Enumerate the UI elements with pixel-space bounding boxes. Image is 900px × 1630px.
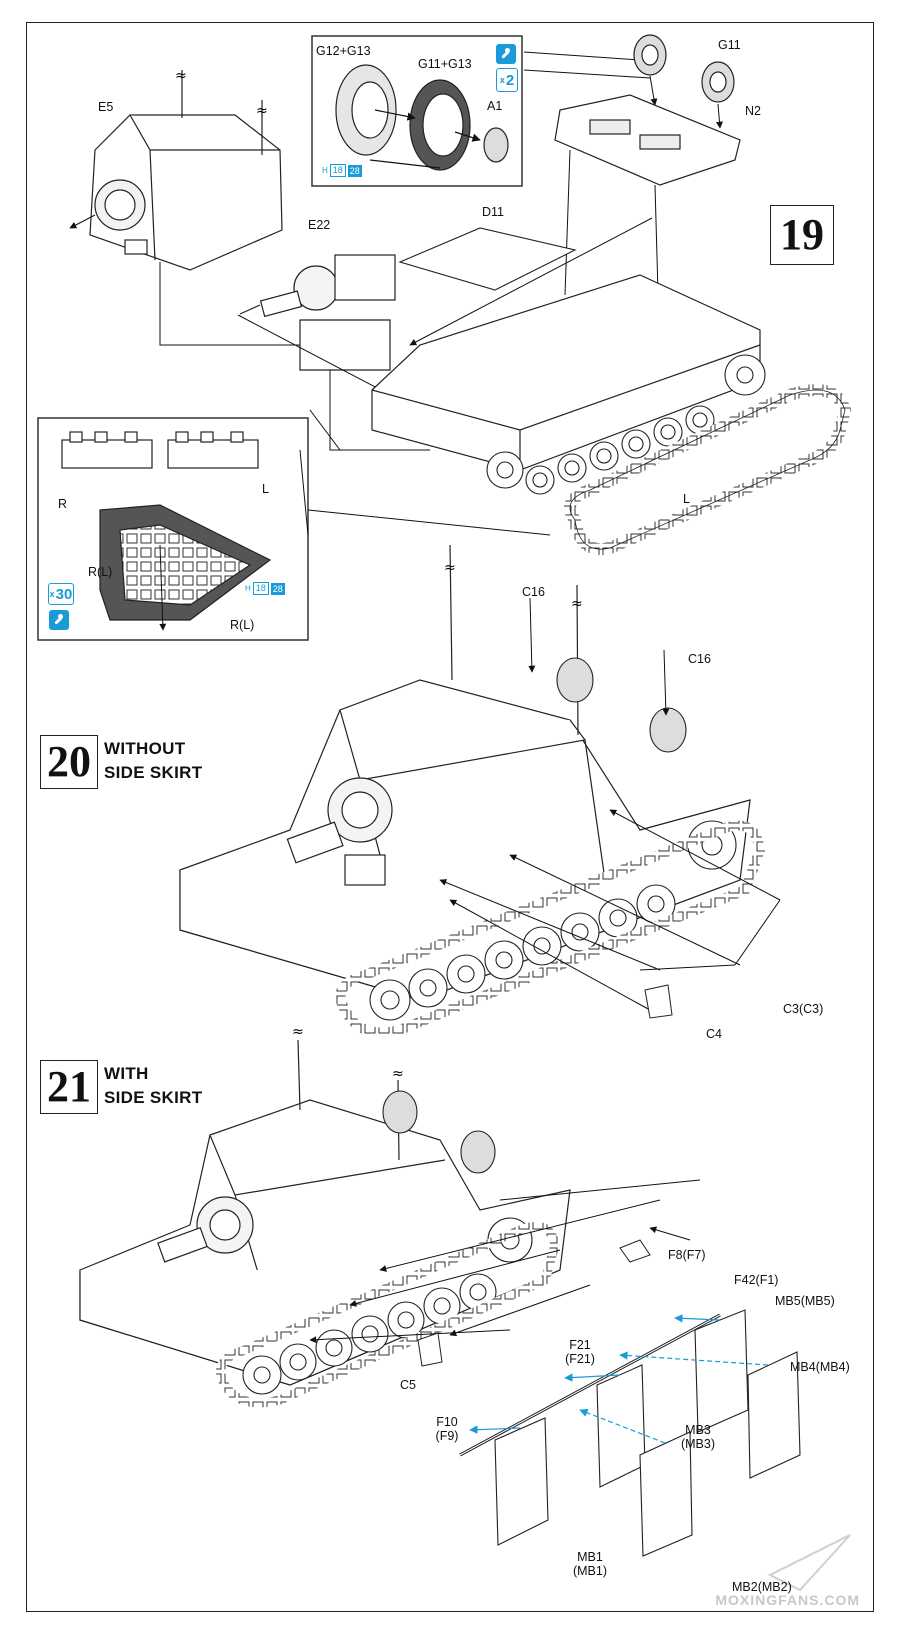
part-c5 bbox=[417, 1332, 443, 1367]
step-title-21-line1: WITH bbox=[104, 1064, 149, 1083]
multiplier-count: 30 bbox=[55, 585, 73, 603]
part-label-mb1: MB1 (MB1) bbox=[565, 1550, 615, 1578]
step-title-20: WITHOUT SIDE SKIRT bbox=[104, 737, 202, 785]
svg-text:≈: ≈ bbox=[292, 1024, 304, 1040]
part-label-f21-line1: F21 bbox=[569, 1338, 591, 1352]
part-label-c5: C5 bbox=[400, 1378, 416, 1392]
multiplier-count: 2 bbox=[505, 71, 515, 89]
part-f8 bbox=[619, 1239, 651, 1263]
paint-code-2: 28 bbox=[347, 164, 362, 177]
paint-code-1: 18 bbox=[329, 164, 346, 177]
part-label-a1: A1 bbox=[487, 99, 503, 113]
step-title-21: WITH SIDE SKIRT bbox=[104, 1062, 202, 1110]
svg-text:≈: ≈ bbox=[571, 596, 583, 612]
step-number-19: 19 bbox=[770, 205, 834, 265]
svg-text:≈: ≈ bbox=[444, 560, 456, 576]
part-label-mb5: MB5(MB5) bbox=[775, 1294, 835, 1308]
hull-step19 bbox=[371, 274, 761, 471]
part-label-mb3: MB3 (MB3) bbox=[673, 1423, 723, 1451]
road-wheel-pair bbox=[335, 64, 509, 171]
part-label-l-sub: L bbox=[262, 482, 269, 496]
part-label-f21-line2: (F21) bbox=[565, 1352, 595, 1366]
paint-code-2: 28 bbox=[270, 582, 285, 595]
road-wheels-step21 bbox=[242, 1217, 533, 1395]
road-wheels-step19 bbox=[486, 354, 766, 495]
paint-code-1: 18 bbox=[252, 582, 269, 595]
part-label-rl-a: R(L) bbox=[88, 565, 113, 579]
part-label-l-track: L bbox=[683, 492, 690, 506]
part-label-g11-g13: G11+G13 bbox=[418, 57, 472, 71]
plate-d11 bbox=[398, 227, 577, 291]
paint-prefix: H bbox=[322, 166, 328, 175]
part-label-mb3-line1: MB3 bbox=[685, 1423, 711, 1437]
part-label-e5: E5 bbox=[98, 100, 114, 114]
part-label-c4: C4 bbox=[706, 1027, 722, 1041]
part-label-mb3-line2: (MB3) bbox=[680, 1437, 716, 1451]
svg-text:≈: ≈ bbox=[392, 1066, 404, 1082]
part-c4 bbox=[644, 984, 673, 1019]
multiplier-x: x bbox=[499, 75, 505, 85]
part-label-g12-g13: G12+G13 bbox=[316, 44, 371, 58]
glue-icon bbox=[49, 610, 69, 630]
part-label-rl-b: R(L) bbox=[230, 618, 255, 632]
part-label-f10-line1: F10 bbox=[436, 1415, 458, 1429]
svg-text:≈: ≈ bbox=[175, 68, 187, 84]
side-skirt-plates bbox=[494, 1309, 801, 1557]
part-label-mb1-line2: (MB1) bbox=[572, 1564, 608, 1578]
paint-code-icon: H 18 28 bbox=[245, 582, 285, 595]
watermark: MOXINGFANS.COM bbox=[715, 1592, 860, 1608]
part-label-f8: F8(F7) bbox=[668, 1248, 706, 1262]
step-title-21-line2: SIDE SKIRT bbox=[104, 1088, 203, 1107]
part-label-e22: E22 bbox=[308, 218, 331, 232]
superstructure-e5 bbox=[89, 70, 283, 271]
track-links bbox=[61, 431, 272, 621]
step-number-21: 21 bbox=[40, 1060, 98, 1114]
part-label-mb1-line1: MB1 bbox=[577, 1550, 603, 1564]
step-title-20-line1: WITHOUT bbox=[104, 739, 186, 758]
part-label-n2: N2 bbox=[745, 104, 761, 118]
step-number-20: 20 bbox=[40, 735, 98, 789]
glue-icon bbox=[496, 44, 516, 64]
part-label-g11: G11 bbox=[718, 38, 741, 52]
part-label-mb2: MB2(MB2) bbox=[732, 1580, 792, 1594]
part-label-d11: D11 bbox=[482, 205, 505, 219]
part-label-r: R bbox=[58, 497, 68, 511]
gun-e22 bbox=[239, 254, 396, 371]
part-label-mb4: MB4(MB4) bbox=[790, 1360, 850, 1374]
part-label-f21: F21 (F21) bbox=[555, 1338, 605, 1366]
svg-text:≈: ≈ bbox=[256, 103, 268, 119]
step-title-20-line2: SIDE SKIRT bbox=[104, 763, 203, 782]
spare-wheels-step20 bbox=[556, 657, 687, 753]
spare-wheels-step21 bbox=[382, 1090, 496, 1174]
part-label-c3: C3(C3) bbox=[783, 1002, 824, 1016]
part-label-f10: F10 (F9) bbox=[425, 1415, 469, 1443]
paint-code-icon: H 18 28 bbox=[322, 164, 362, 177]
page-border bbox=[26, 22, 874, 1612]
part-label-f42: F42(F1) bbox=[734, 1273, 779, 1287]
part-label-f10-line2: (F9) bbox=[435, 1429, 459, 1443]
multiplier-x: x bbox=[49, 589, 55, 599]
part-label-c16-a: C16 bbox=[522, 585, 545, 599]
part-label-c16-b: C16 bbox=[688, 652, 711, 666]
engine-deck-n2 bbox=[554, 34, 741, 186]
paint-prefix: H bbox=[245, 584, 251, 593]
